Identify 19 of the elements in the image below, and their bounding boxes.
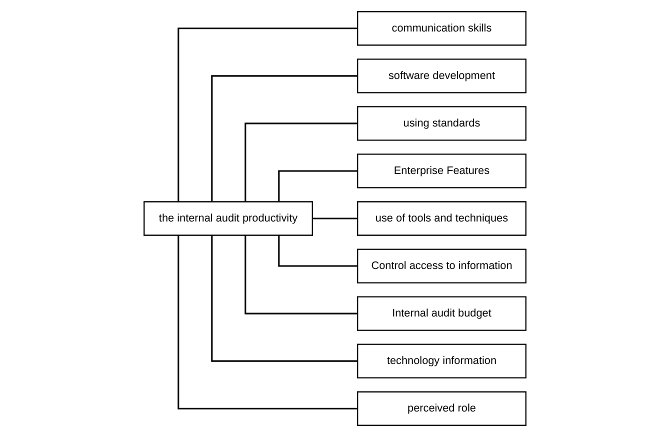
node-box: Internal audit budget	[357, 296, 526, 331]
connector	[211, 75, 358, 202]
node-box: using standards	[357, 106, 526, 141]
node-box: perceived role	[357, 391, 526, 426]
node-box: technology information	[357, 344, 526, 378]
connector	[278, 235, 358, 267]
node-box: use of tools and techniques	[357, 201, 526, 236]
node-box: Enterprise Features	[357, 154, 526, 188]
connector	[178, 235, 358, 410]
connector	[244, 235, 358, 314]
connector	[312, 218, 358, 220]
node-box: software development	[357, 58, 526, 94]
connector	[278, 170, 358, 202]
node-box: the internal audit productivity	[144, 201, 313, 236]
connector	[211, 235, 358, 362]
connector	[178, 28, 358, 202]
connector	[244, 122, 358, 202]
node-box: communication skills	[357, 11, 526, 46]
node-box: Control access to information	[357, 248, 526, 284]
